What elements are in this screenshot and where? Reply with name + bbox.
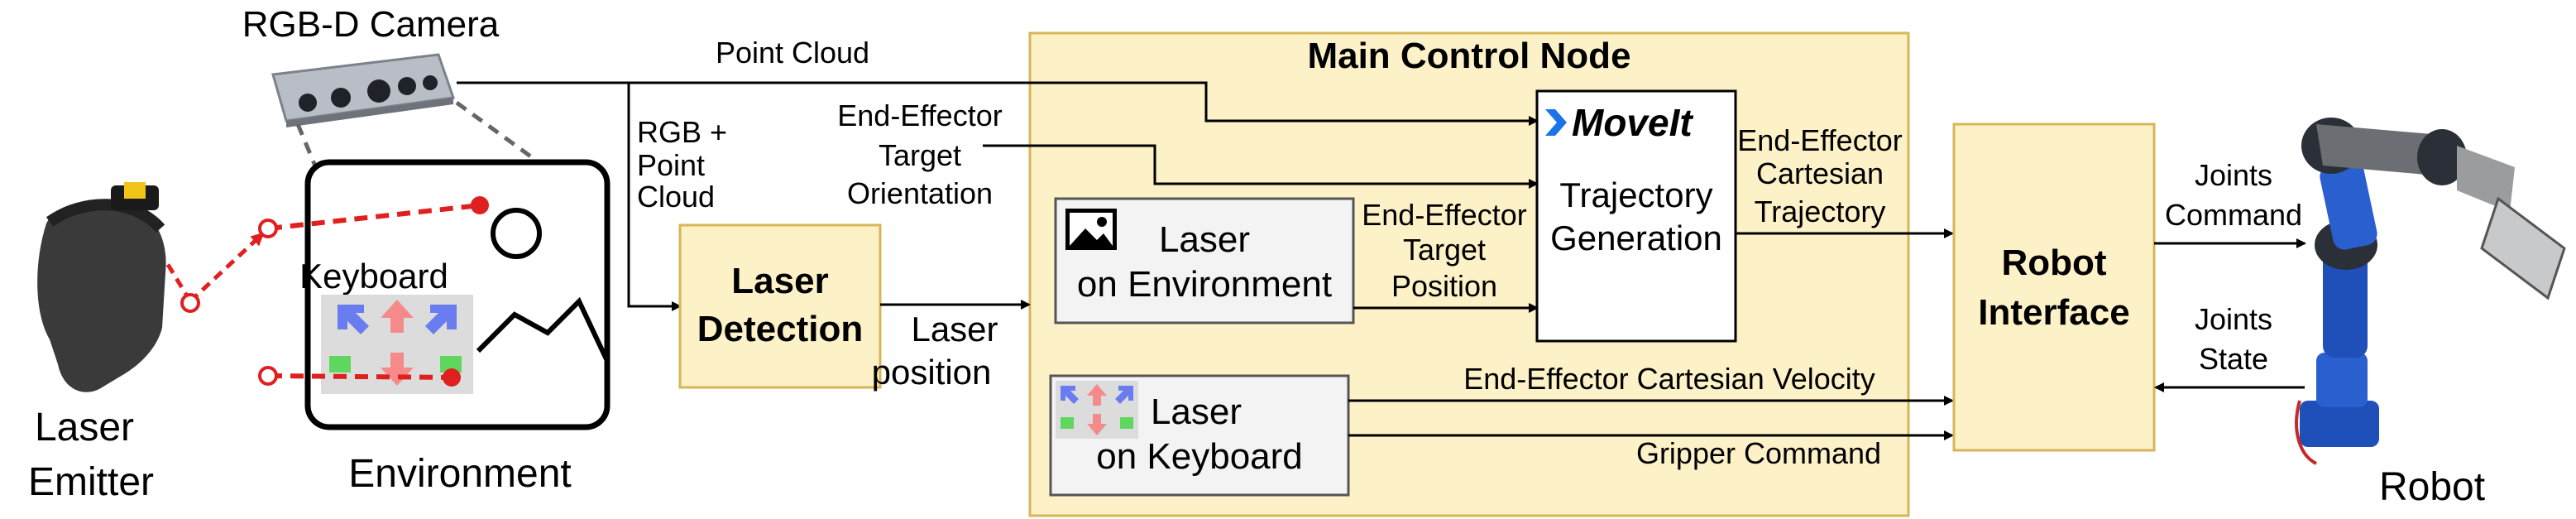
edge-rgb-pc-line2: Point [637, 148, 705, 182]
rgbd-camera-icon [271, 53, 456, 127]
edge-joints-state-line2: State [2199, 342, 2268, 376]
laser-kbd-line2: on Keyboard [1096, 436, 1303, 477]
edge-ee-trajectory-line1: End-Effector [1737, 123, 1902, 157]
edge-ee-trajectory-line3: Trajectory [1755, 195, 1886, 228]
moveit-line1: Trajectory [1559, 175, 1712, 214]
edge-ee-velocity-label: End-Effector Cartesian Velocity [1463, 362, 1875, 396]
robot-label: Robot [2379, 465, 2485, 509]
edge-gripper-label: Gripper Command [1636, 436, 1881, 470]
emitter-label-line2: Emitter [28, 460, 154, 504]
laser-env-line1: Laser [1159, 219, 1250, 260]
edge-ee-trajectory-line2: Cartesian [1756, 156, 1884, 190]
image-icon [1065, 209, 1117, 250]
edge-rgb-pc-line1: RGB + [637, 115, 727, 149]
keyboard-label: Keyboard [299, 257, 448, 296]
edge-joints-command-line1: Joints [2195, 158, 2272, 192]
robot-interface-line1: Robot [2001, 243, 2106, 283]
mountain-icon [476, 296, 610, 363]
moveit-logo-icon [1545, 109, 1567, 136]
camera-title: RGB-D Camera [242, 4, 500, 45]
keyboard-small-icon [1056, 381, 1138, 439]
edge-ee-position-line2: Target [1403, 233, 1486, 267]
moveit-logo-text: MoveIt [1572, 101, 1693, 144]
edge-joints-command-line2: Command [2165, 198, 2302, 232]
laser-detection-line2: Detection [697, 309, 863, 349]
environment-label: Environment [348, 452, 571, 496]
edge-ee-orientation-line3: Orientation [847, 176, 993, 210]
edge-laser-position-line1: Laser [911, 310, 998, 348]
emitter-label-line1: Laser [35, 406, 134, 449]
robot-arm-icon [2295, 118, 2566, 465]
moveit-block [1535, 89, 1737, 343]
edge-point-cloud-label: Point Cloud [716, 36, 869, 70]
robot-interface-line2: Interface [1978, 292, 2129, 333]
edge-ee-orientation-line1: End-Effector [837, 99, 1002, 132]
edge-rgb-pc-line3: Cloud [637, 180, 715, 214]
laser-env-line2: on Environment [1077, 264, 1332, 305]
robot-interface-block [1952, 123, 2156, 452]
laser-detection-line1: Laser [731, 261, 828, 301]
edge-ee-position-line3: Position [1391, 269, 1497, 303]
edge-ee-orientation-line2: Target [879, 138, 961, 172]
laser-detection-block [678, 223, 882, 389]
head-with-laser-icon [37, 182, 166, 392]
laser-kbd-line1: Laser [1151, 392, 1242, 432]
edge-joints-state-line1: Joints [2195, 302, 2272, 336]
sun-icon [491, 208, 542, 259]
edge-ee-position-line1: End-Effector [1362, 198, 1526, 232]
main-control-node-title: Main Control Node [1307, 36, 1630, 76]
edge-laser-position-line2: position [872, 353, 992, 392]
moveit-line2: Generation [1550, 219, 1722, 257]
